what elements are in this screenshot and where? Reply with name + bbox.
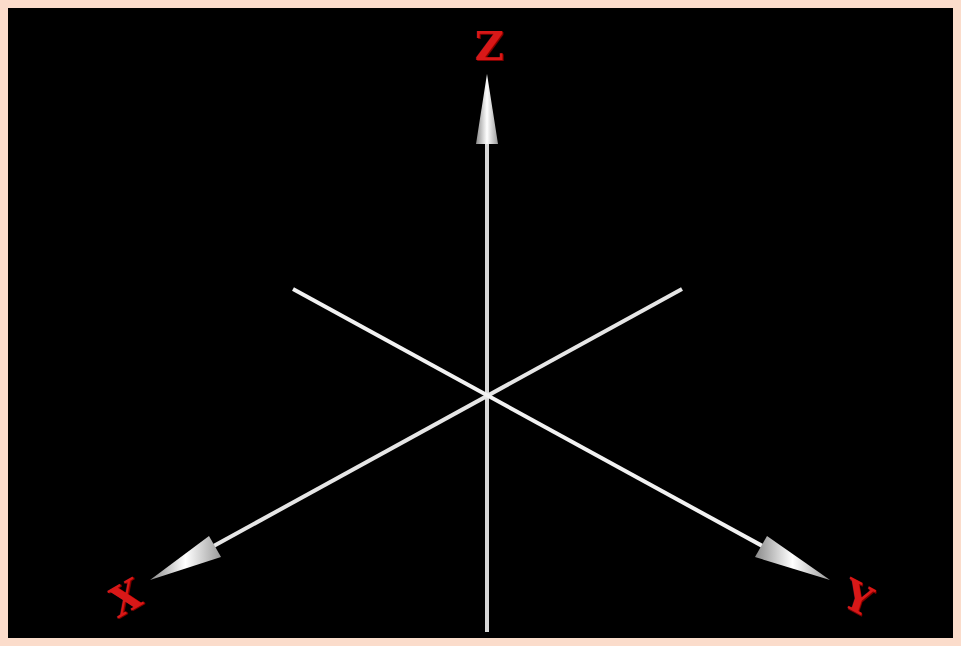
- y-arrowhead: [755, 536, 830, 580]
- x-axis-line: [210, 289, 682, 548]
- axis-label: Z: [474, 26, 503, 66]
- x-arrowhead: [150, 536, 221, 580]
- z-arrowhead: [476, 74, 498, 144]
- y-axis-line: [293, 289, 766, 548]
- black-ground: [8, 8, 953, 638]
- z-axis-line: [485, 140, 489, 632]
